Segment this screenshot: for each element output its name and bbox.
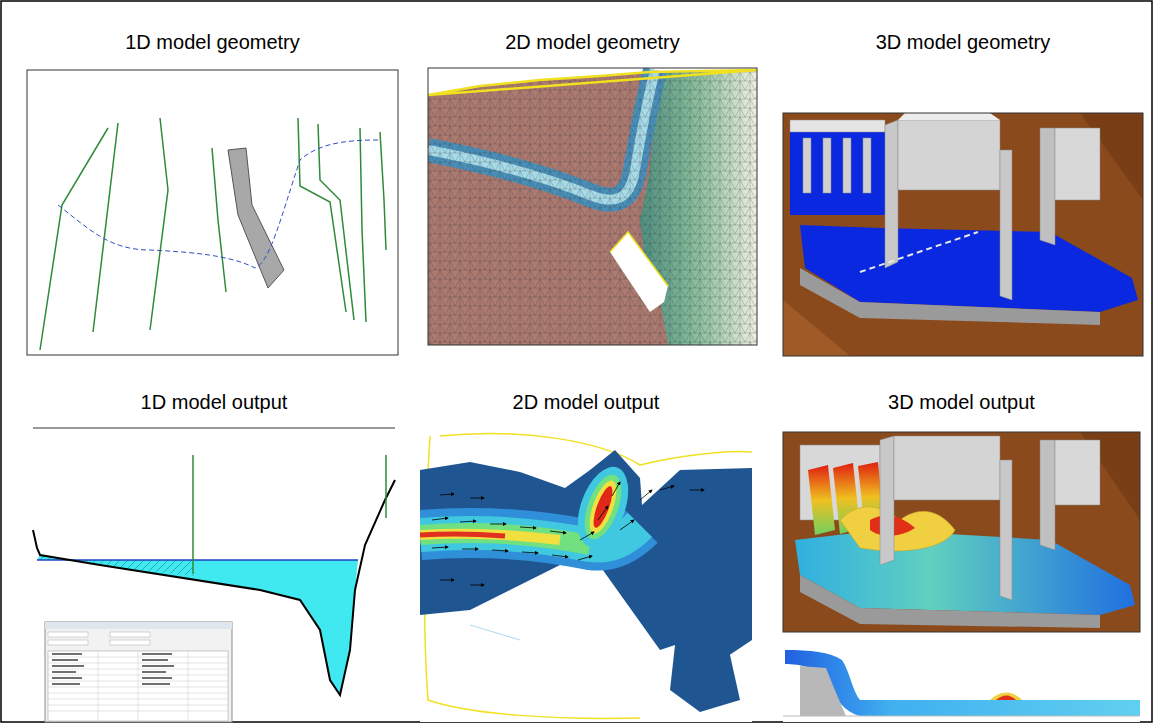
model-panel: 1D model output: [33, 388, 395, 722]
model-panel: 3D model geometry: [783, 28, 1143, 356]
panel-title: 1D model geometry: [27, 28, 398, 56]
model-panel: 3D model output: [783, 388, 1140, 722]
model-panel: 2D model output: [420, 388, 752, 722]
panel-title: 3D model geometry: [783, 28, 1143, 56]
model-panel: 2D model geometry: [428, 28, 757, 345]
model-panel: 1D model geometry: [27, 28, 398, 355]
panel-title: 3D model output: [783, 388, 1140, 416]
panel-title: 1D model output: [33, 388, 395, 416]
panel-title: 2D model output: [420, 388, 752, 416]
panel-title: 2D model geometry: [428, 28, 757, 56]
